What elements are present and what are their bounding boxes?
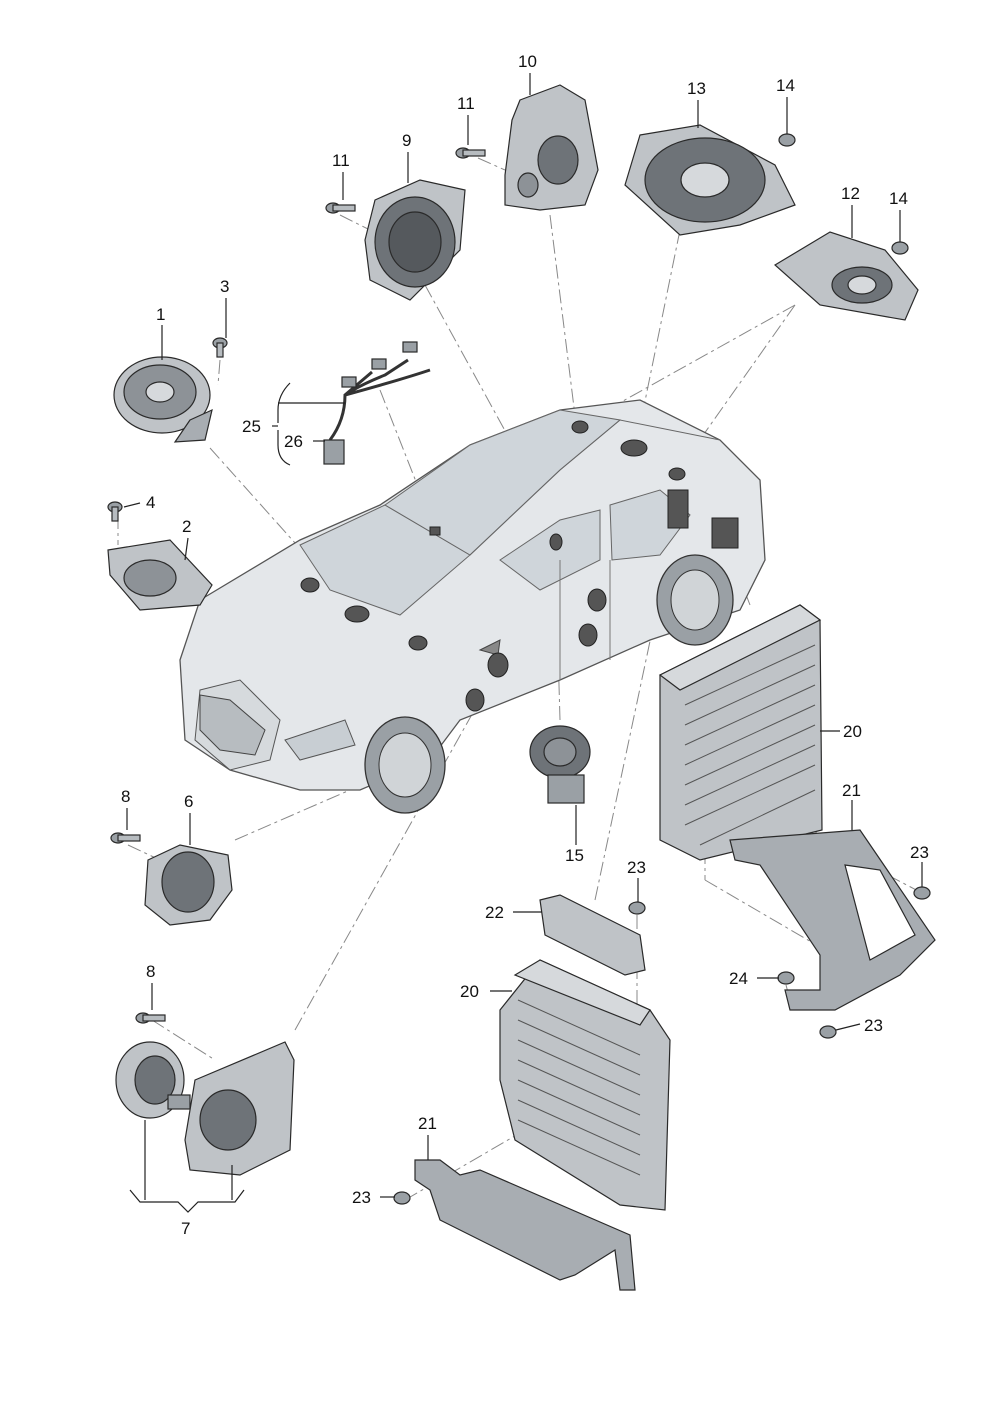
speaker-12 bbox=[773, 231, 919, 321]
callout-23a: 23 bbox=[910, 843, 929, 862]
callout-23d: 23 bbox=[352, 1188, 371, 1207]
callout-21a: 21 bbox=[842, 781, 861, 800]
screw-11a bbox=[325, 202, 356, 214]
callout-8b: 8 bbox=[146, 962, 155, 981]
screw-8b bbox=[135, 1012, 166, 1024]
module-22 bbox=[539, 894, 646, 976]
speaker-10 bbox=[504, 84, 599, 211]
bracket-21a bbox=[729, 829, 936, 1011]
bracket-21b bbox=[414, 1159, 636, 1291]
speaker-15 bbox=[529, 725, 591, 804]
callout-21b: 21 bbox=[418, 1114, 437, 1133]
speaker-1 bbox=[113, 356, 213, 443]
callout-22: 22 bbox=[485, 903, 504, 922]
nut-14b bbox=[891, 241, 909, 255]
callout-25: 25 bbox=[242, 417, 261, 436]
screw-8a bbox=[110, 832, 141, 844]
nut-23a bbox=[913, 886, 931, 900]
bracket-2 bbox=[107, 539, 213, 611]
car-illustration bbox=[179, 399, 766, 814]
speaker-7-housing bbox=[184, 1041, 295, 1176]
callout-14b: 14 bbox=[889, 189, 908, 208]
callout-24: 24 bbox=[729, 969, 748, 988]
leader-lines bbox=[123, 73, 923, 1213]
wiring-harness-25-26 bbox=[323, 341, 431, 465]
nut-24 bbox=[777, 971, 795, 985]
nut-23b bbox=[819, 1025, 837, 1039]
callout-numbers: 1 2 3 4 6 7 8 8 9 10 11 11 12 13 14 14 1… bbox=[121, 52, 929, 1238]
amplifier-20b bbox=[499, 959, 671, 1211]
callout-7: 7 bbox=[181, 1219, 190, 1238]
callout-11b: 11 bbox=[457, 94, 475, 113]
speaker-6 bbox=[144, 844, 233, 926]
callout-23c: 23 bbox=[864, 1016, 883, 1035]
callout-6: 6 bbox=[184, 792, 193, 811]
callout-3: 3 bbox=[220, 277, 229, 296]
callout-26: 26 bbox=[284, 432, 303, 451]
speaker-9 bbox=[364, 179, 466, 301]
callout-1: 1 bbox=[156, 305, 165, 324]
speaker-7-woofer bbox=[115, 1041, 191, 1119]
nut-23c bbox=[628, 901, 646, 915]
callout-2: 2 bbox=[182, 517, 191, 536]
callout-12: 12 bbox=[841, 184, 860, 203]
callout-4: 4 bbox=[146, 493, 155, 512]
screw-11b bbox=[455, 147, 486, 159]
callout-11a: 11 bbox=[332, 151, 350, 170]
screw-3 bbox=[212, 337, 228, 358]
callout-10: 10 bbox=[518, 52, 537, 71]
callout-8a: 8 bbox=[121, 787, 130, 806]
subwoofer-13 bbox=[624, 124, 796, 236]
screw-4 bbox=[107, 501, 123, 522]
nut-23d bbox=[393, 1191, 411, 1205]
callout-9: 9 bbox=[402, 131, 411, 150]
callout-20a: 20 bbox=[843, 722, 862, 741]
nut-14a bbox=[778, 133, 796, 147]
callout-14a: 14 bbox=[776, 76, 795, 95]
callout-23b: 23 bbox=[627, 858, 646, 877]
amplifier-20a bbox=[658, 604, 823, 861]
callout-13: 13 bbox=[687, 79, 706, 98]
callout-15: 15 bbox=[565, 846, 584, 865]
callout-20b: 20 bbox=[460, 982, 479, 1001]
